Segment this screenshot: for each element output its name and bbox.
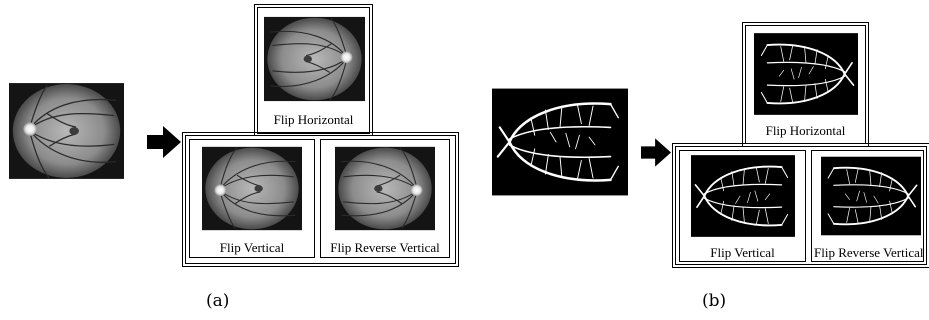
frame-flip-reverse-vertical: Flip Reverse Vertical bbox=[320, 139, 450, 258]
frame-flip-reverse-vertical: Flip Reverse Vertical bbox=[811, 150, 924, 262]
panel-a-label: (a) bbox=[206, 291, 229, 311]
vessel-flip-vertical-image bbox=[691, 154, 795, 238]
fundus-flip-vertical-image bbox=[202, 143, 302, 234]
caption-flip-reverse-vertical: Flip Reverse Vertical bbox=[321, 241, 449, 255]
panel-b-label: (b) bbox=[702, 291, 726, 311]
frame-flip-vertical: Flip Vertical bbox=[679, 150, 806, 262]
arrow-right-icon bbox=[641, 138, 671, 167]
caption-flip-reverse-vertical: Flip Reverse Vertical bbox=[814, 246, 924, 260]
vessel-flip-horizontal-image bbox=[754, 29, 858, 119]
vessel-flip-reverse-vertical-image bbox=[821, 154, 921, 238]
caption-flip-horizontal: Flip Horizontal bbox=[258, 113, 369, 127]
frame-flip-horizontal: Flip Horizontal bbox=[745, 25, 866, 144]
fundus-flip-horizontal-image bbox=[264, 11, 365, 107]
original-fundus-image bbox=[9, 81, 124, 181]
caption-flip-vertical: Flip Vertical bbox=[680, 246, 805, 260]
frame-bottom-row: Flip Vertical Flip Reverse Vertical bbox=[675, 146, 927, 265]
fundus-flip-reverse-vertical-image bbox=[335, 143, 435, 234]
frame-bottom-row: Flip Vertical Flip Reverse Vertical bbox=[185, 135, 456, 264]
frame-flip-horizontal: Flip Horizontal bbox=[257, 7, 370, 134]
original-vessel-map-image bbox=[492, 88, 628, 196]
caption-flip-vertical: Flip Vertical bbox=[190, 241, 314, 255]
arrow-right-icon bbox=[147, 126, 181, 158]
frame-flip-vertical: Flip Vertical bbox=[189, 139, 315, 258]
caption-flip-horizontal: Flip Horizontal bbox=[746, 124, 865, 138]
